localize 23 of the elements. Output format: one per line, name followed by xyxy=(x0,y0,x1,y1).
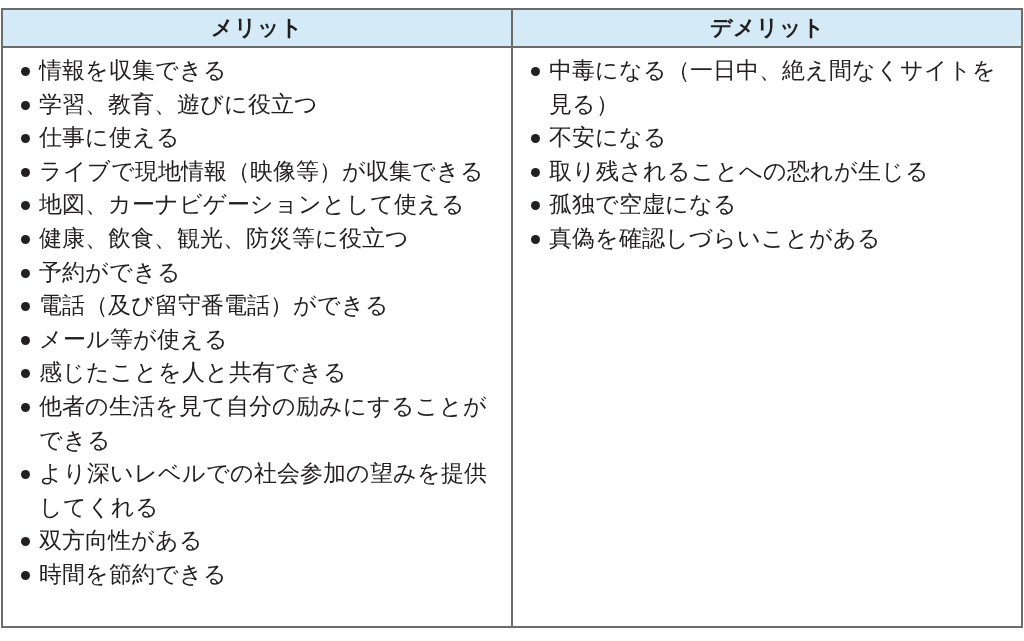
list-item: 感じたことを人と共有できる xyxy=(17,356,507,390)
list-item: 取り残されることへの恐れが生じる xyxy=(527,154,1017,189)
list-item: 電話（及び留守番電話）ができる xyxy=(17,289,507,323)
list-item: 地図、カーナビゲーションとして使える xyxy=(17,188,507,222)
table-column xyxy=(511,8,1023,628)
list-item: 時間を節約できる xyxy=(17,557,507,592)
list-item: 健康、飲食、観光、防災等に役立つ xyxy=(17,221,507,256)
list-item: より深いレベルでの社会参加の望みを提供してくれる xyxy=(17,457,507,525)
list-item: 情報を収集できる xyxy=(17,54,507,88)
column-header: デメリット xyxy=(513,10,1021,48)
list-item: 仕事に使える xyxy=(17,121,507,155)
list-item: メール等が使える xyxy=(17,322,507,357)
list-item: 予約ができる xyxy=(17,255,507,290)
list-item: 孤独で空虚になる xyxy=(527,188,1017,222)
list-item: ライブで現地情報（映像等）が収集できる xyxy=(17,154,507,189)
list-item: 中毒になる（一日中、絶え間なくサイトを見る） xyxy=(527,54,1017,122)
list-item: 他者の生活を見て自分の励みにすることができる xyxy=(17,389,507,458)
list-item: 真偽を確認しづらいことがある xyxy=(527,221,1017,256)
list-item: 双方向性がある xyxy=(17,524,507,558)
table-column xyxy=(1,8,513,628)
list-item: 不安になる xyxy=(527,121,1017,155)
list-item: 学習、教育、遊びに役立つ xyxy=(17,87,507,122)
column-header: メリット xyxy=(3,10,511,48)
